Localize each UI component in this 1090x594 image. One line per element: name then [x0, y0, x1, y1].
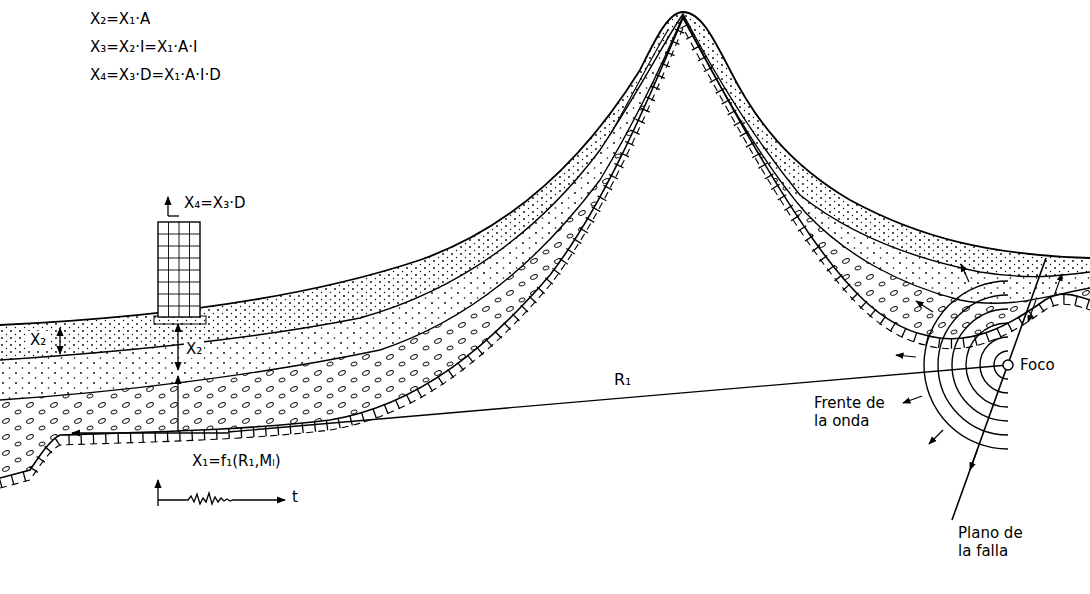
bedrock-hatch: [0, 23, 1090, 483]
wave-fronts: [924, 281, 1008, 449]
fault-slip-arrow: [1054, 274, 1062, 296]
input-motion-label: X₁=f₁(R₁,Mₗ): [190, 452, 283, 470]
surface-sand-layer: [0, 12, 1090, 594]
formula: X₄=X₃·D=X₁·A·I·D: [88, 66, 223, 84]
building: [154, 222, 206, 324]
fault-plane: [952, 258, 1046, 520]
amplitude-label: X₂: [28, 331, 48, 349]
summit-line: [610, 30, 668, 135]
focus-label: Foco: [1018, 356, 1057, 374]
wave-arrows: [896, 264, 977, 470]
distance-label: R₁: [612, 370, 634, 389]
bedrock: [0, 18, 1090, 594]
distance-line: [72, 432, 228, 433]
response-label: X₄=X₃·D: [182, 194, 247, 212]
seismogram-axis: [157, 480, 158, 506]
response-arrow: [167, 197, 168, 216]
response-arrow-foot: [168, 215, 179, 216]
amplitude-label: X₂: [184, 340, 204, 358]
wave-front-label: Frente de la onda: [812, 394, 892, 430]
fault-plane-label: Plano de la falla: [956, 524, 1030, 560]
fault-slip-arrow: [1028, 300, 1036, 322]
amplitude-arrow: [59, 328, 60, 354]
formula: X₃=X₂·I=X₁·A·I: [88, 38, 199, 56]
focus-point: [1003, 360, 1013, 370]
bedrock-line: [0, 18, 1090, 478]
amplitude-arrow: [177, 324, 178, 370]
sand-layer: [0, 14, 1090, 594]
layer-boundary: [0, 14, 1090, 360]
formula: X₂=X₁·A: [88, 10, 152, 28]
distance-line: [228, 365, 1008, 432]
time-axis-label: t: [290, 488, 300, 506]
gravel-layer: [0, 16, 1090, 594]
seismogram-trace: [158, 493, 285, 504]
bedrock-hatch: [0, 28, 1090, 488]
amplitude-arrow: [177, 376, 178, 432]
ground-surface: [0, 12, 1090, 325]
